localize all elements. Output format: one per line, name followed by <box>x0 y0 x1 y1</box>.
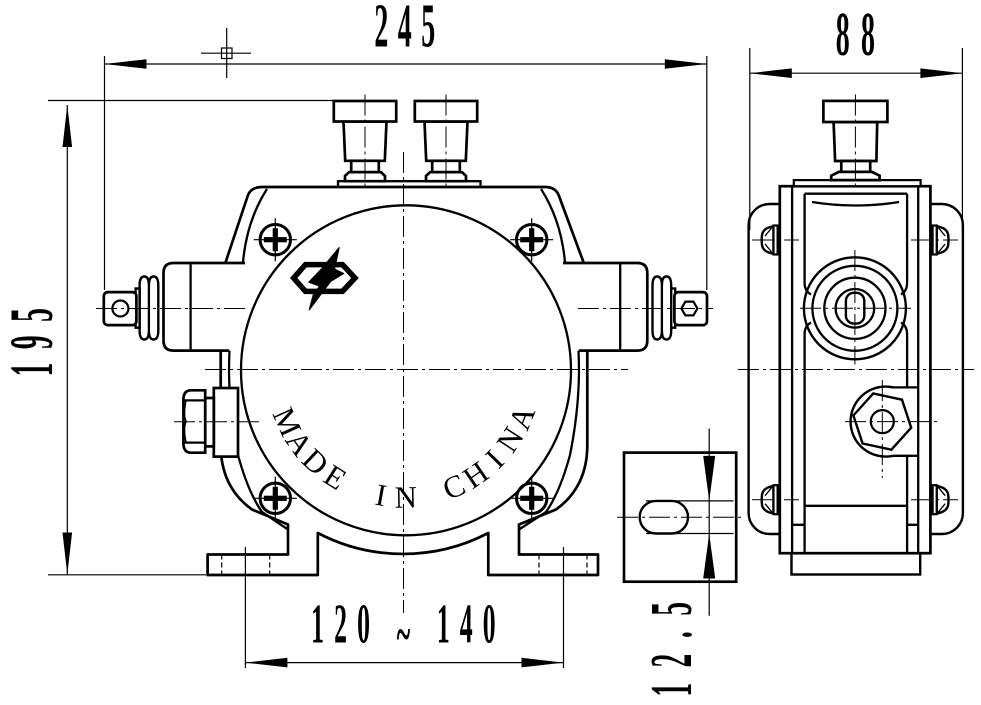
svg-text:195: 195 <box>0 295 66 377</box>
svg-text:N: N <box>394 479 417 514</box>
svg-text:120 ~ 140: 120 ~ 140 <box>311 594 506 666</box>
svg-text:245: 245 <box>374 0 444 61</box>
svg-text:88: 88 <box>836 1 886 69</box>
svg-text:12.5: 12.5 <box>638 586 704 696</box>
